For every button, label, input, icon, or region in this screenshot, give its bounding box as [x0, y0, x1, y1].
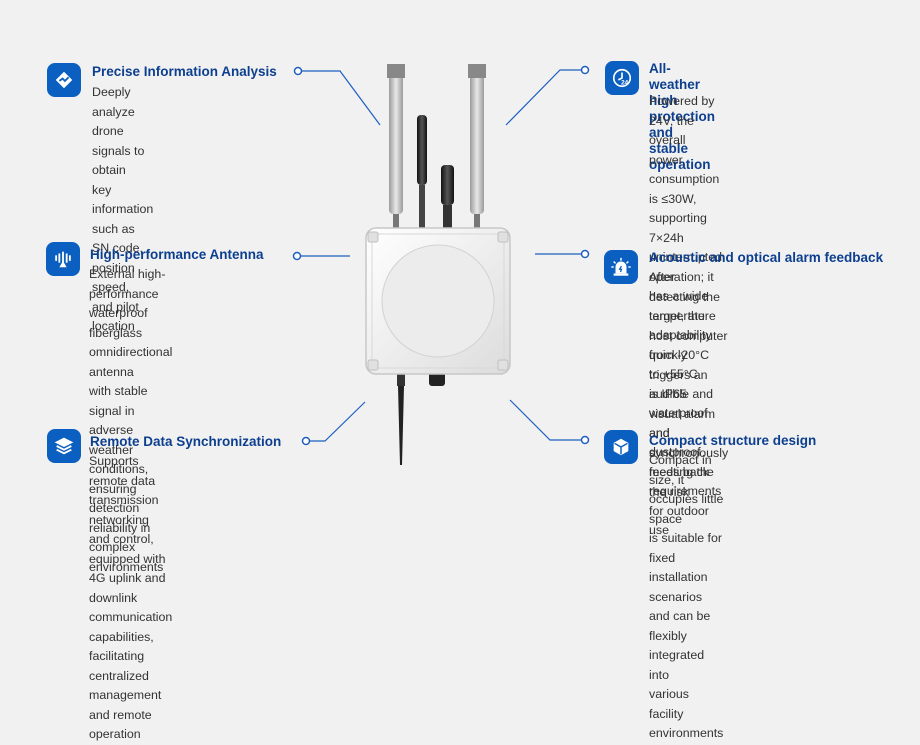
alarm-light-icon [604, 250, 638, 284]
bottom-antenna [397, 372, 405, 465]
feature-description: Compact in size, it occupies little spac… [649, 453, 724, 740]
feature-title: High-performance Antenna [90, 247, 264, 262]
antenna-icon [46, 242, 80, 276]
bottom-connector [429, 370, 445, 386]
clock-24-icon: 24 [605, 61, 639, 95]
feature-title: Remote Data Synchronization [90, 434, 282, 449]
black-antenna-2 [441, 165, 454, 232]
fiberglass-antenna-right [468, 64, 486, 232]
black-antenna-1 [417, 115, 427, 232]
feature-description: Supports remote data transmission networ… [89, 454, 173, 741]
feature-description: Deeply analyze drone signals to obtain k… [92, 85, 154, 333]
feature-title: Acoustic and optical alarm feedback [649, 250, 884, 265]
chart-trend-icon [47, 63, 81, 97]
feature-title: All-weather high protection and stable o… [649, 61, 715, 172]
feature-description: Powered by 24V, the overall power consum… [649, 94, 723, 537]
svg-text:24: 24 [621, 79, 629, 86]
feature-description: External high-performance waterproof fib… [89, 267, 173, 574]
fiberglass-antenna-left [387, 64, 405, 232]
cube-icon [604, 430, 638, 464]
feature-title: Compact structure design [649, 433, 817, 448]
feature-title: Precise Information Analysis [92, 64, 277, 79]
feature-description: After detecting the target, the host com… [649, 270, 729, 499]
enclosure-box [365, 227, 511, 375]
layers-icon [47, 429, 81, 463]
